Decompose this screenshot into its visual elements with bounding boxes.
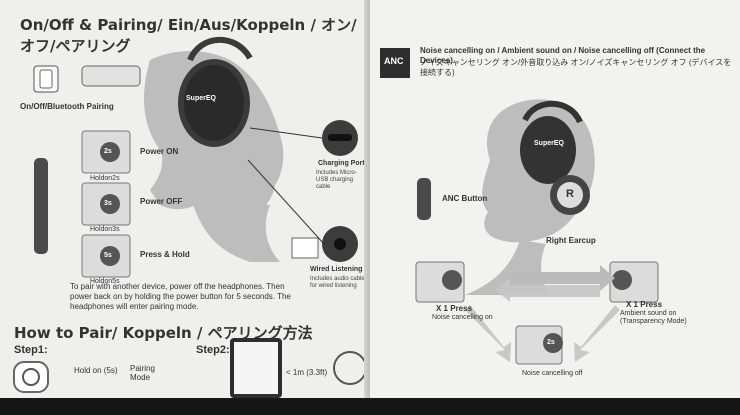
pairing-note: To pair with another device, power off t… (70, 282, 291, 311)
step1-label: Step1: (14, 344, 48, 356)
brand-logo-right: SuperEQ (534, 140, 564, 147)
press-left-label: X 1 Press (436, 304, 473, 313)
btn-2s-right: 2s (547, 339, 555, 346)
nc-on-label: Noise cancelling on (432, 314, 493, 321)
r-letter: R (566, 188, 574, 200)
anc-header-jp: ノイズキャンセリング オン/外音取り込み オン/ノイズキャンセリング オフ (デ… (420, 58, 732, 77)
howto-title: How to Pair/ Koppeln / ペアリング方法 (14, 324, 313, 342)
anc-header: Noise cancelling on / Ambient sound on /… (420, 46, 706, 65)
charging-port-label: Charging Port (318, 160, 365, 167)
hold-on-5s: Hold on (5s) (74, 366, 118, 375)
page-title: On/Off & Pairing/ Ein/Aus/Koppeln / オン/オ… (20, 16, 357, 55)
brand-logo: SuperEQ (186, 95, 216, 102)
btn-3s: 3s (104, 200, 112, 207)
press-right-label: X 1 Press (626, 300, 663, 309)
btn-5s: 5s (104, 252, 112, 259)
right-earcup-label: Right Earcup (546, 236, 596, 245)
hold-5s: Holdon5s (90, 278, 120, 285)
hold-2s: Holdon2s (90, 175, 120, 182)
right-page: ANC Noise cancelling on / Ambient sound … (370, 0, 740, 400)
page-bottom-shadow (0, 398, 740, 415)
power-on-label: Power ON (140, 147, 179, 156)
nc-off-label: Noise cancelling off (522, 370, 583, 377)
wired-listening-desc: Includes audio cable for wired listening (310, 276, 365, 290)
onoff-label: On/Off/Bluetooth Pairing (20, 102, 114, 111)
ambient-label: Ambient sound on (Transparency Mode) (620, 310, 687, 326)
hold-3s: Holdon3s (90, 226, 120, 233)
left-illustration (13, 36, 367, 398)
book-gutter (364, 0, 374, 400)
anc-icon: ANC (384, 56, 404, 66)
btn-2s: 2s (104, 148, 112, 155)
step2-label: Step2: (196, 344, 230, 356)
left-page: On/Off & Pairing/ Ein/Aus/Koppeln / オン/オ… (0, 0, 369, 400)
anc-button-label: ANC Button (442, 194, 488, 203)
distance-label: < 1m (3.3ft) (286, 368, 328, 377)
press-hold-label: Press & Hold (140, 250, 190, 259)
right-illustration (380, 48, 659, 365)
pairing-mode: Pairing Mode (130, 364, 155, 383)
power-off-label: Power OFF (140, 197, 183, 206)
charging-port-desc: Includes Micro-USB charging cable (316, 170, 357, 191)
wired-listening-label: Wired Listening (310, 266, 363, 273)
